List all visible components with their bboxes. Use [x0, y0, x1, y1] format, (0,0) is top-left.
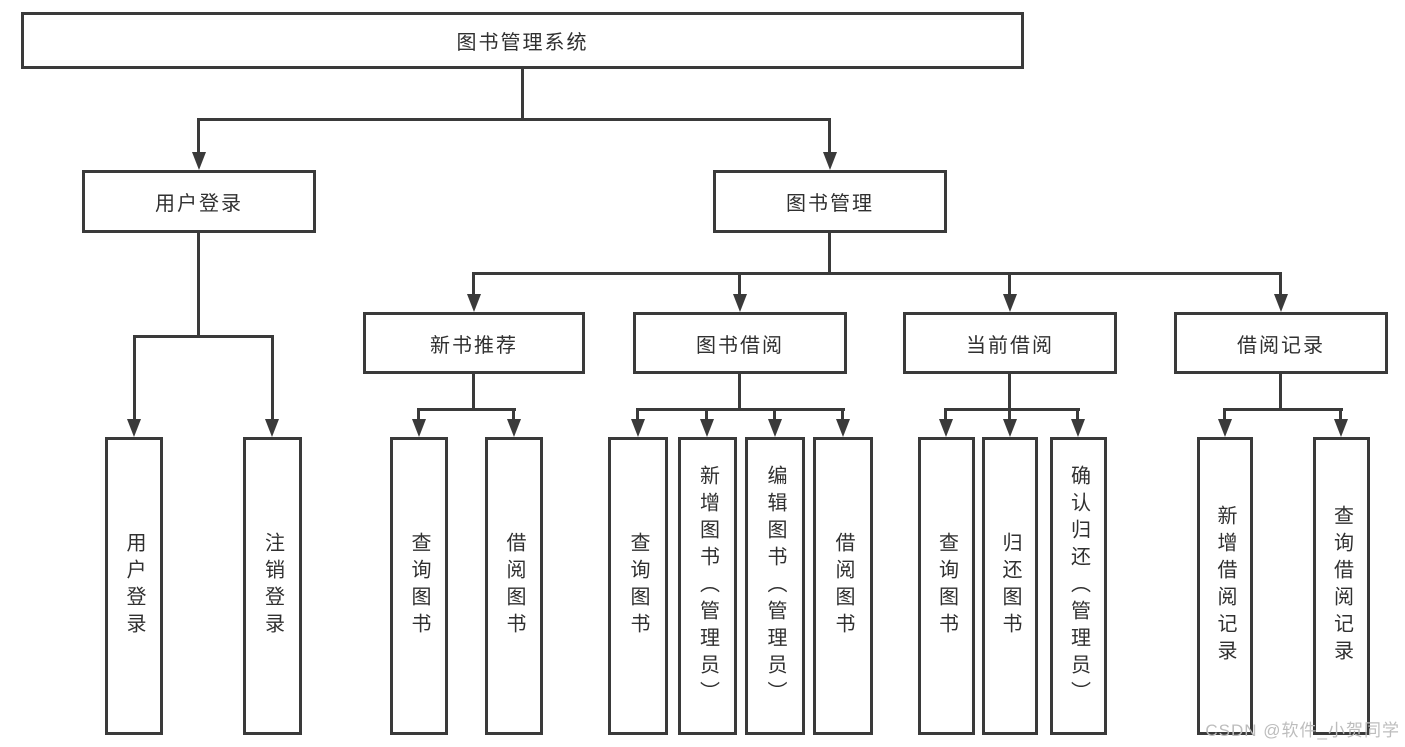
leaf-query-borrow-record: 查询借阅记录	[1313, 437, 1370, 735]
leaf-label: 用户登录	[123, 532, 145, 640]
connector-line	[944, 408, 947, 421]
leaf-add-book-admin: 新增图书（管理员）	[678, 437, 737, 735]
leaf-label: 借阅图书	[503, 532, 525, 640]
arrowhead-down-icon	[768, 419, 782, 437]
leaf-edit-book-admin: 编辑图书（管理员）	[745, 437, 805, 735]
node-label: 新书推荐	[430, 334, 518, 357]
leaf-add-borrow-record: 新增借阅记录	[1197, 437, 1253, 735]
arrowhead-down-icon	[127, 419, 141, 437]
connector-line	[705, 408, 708, 421]
connector-line	[636, 408, 845, 411]
connector-line	[828, 118, 831, 154]
node-label: 用户登录	[155, 193, 243, 215]
connector-line	[1279, 272, 1282, 296]
leaf-label: 查询借阅记录	[1330, 505, 1353, 667]
arrowhead-down-icon	[733, 294, 747, 312]
node-user-login: 用户登录	[82, 170, 316, 233]
node-label: 图书借阅	[696, 334, 784, 357]
leaf-label: 查询图书	[627, 532, 649, 640]
node-borrowing-records: 借阅记录	[1174, 312, 1388, 374]
connector-line	[636, 408, 639, 421]
arrowhead-down-icon	[836, 419, 850, 437]
connector-line	[1279, 374, 1282, 408]
connector-line	[738, 374, 741, 408]
leaf-label: 注销登录	[261, 532, 284, 640]
leaf-label: 借阅图书	[832, 532, 854, 640]
arrowhead-down-icon	[1071, 419, 1085, 437]
leaf-query-books: 查询图书	[390, 437, 448, 735]
connector-line	[197, 233, 200, 335]
leaf-label: 新增图书（管理员）	[696, 464, 719, 708]
connector-line	[473, 272, 1282, 275]
arrowhead-down-icon	[1218, 419, 1232, 437]
node-book-management: 图书管理	[713, 170, 947, 233]
arrowhead-down-icon	[192, 152, 206, 170]
leaf-return-books: 归还图书	[982, 437, 1038, 735]
leaf-confirm-return-admin: 确认归还（管理员）	[1050, 437, 1107, 735]
arrowhead-down-icon	[1334, 419, 1348, 437]
connector-line	[1008, 374, 1011, 408]
arrowhead-down-icon	[412, 419, 426, 437]
connector-line	[197, 118, 200, 154]
arrowhead-down-icon	[1003, 419, 1017, 437]
arrowhead-down-icon	[700, 419, 714, 437]
leaf-borrow-books: 借阅图书	[813, 437, 873, 735]
leaf-label: 新增借阅记录	[1214, 505, 1236, 667]
connector-line	[512, 408, 515, 421]
connector-line	[1339, 408, 1342, 421]
leaf-label: 查询图书	[408, 532, 430, 640]
arrowhead-down-icon	[939, 419, 953, 437]
leaf-label: 编辑图书（管理员）	[764, 464, 786, 708]
connector-line	[944, 408, 1080, 411]
leaf-user-login: 用户登录	[105, 437, 163, 735]
connector-line	[133, 335, 136, 421]
connector-line	[472, 272, 475, 296]
connector-line	[738, 272, 741, 296]
connector-line	[1008, 408, 1011, 421]
connector-line	[271, 335, 274, 421]
node-label: 借阅记录	[1237, 334, 1325, 357]
node-current-borrowing: 当前借阅	[903, 312, 1117, 374]
leaf-label: 归还图书	[999, 532, 1021, 640]
leaf-query-books: 查询图书	[918, 437, 975, 735]
arrowhead-down-icon	[467, 294, 481, 312]
connector-line	[841, 408, 844, 421]
leaf-query-books: 查询图书	[608, 437, 668, 735]
connector-line	[773, 408, 776, 421]
connector-line	[133, 335, 274, 338]
connector-line	[1008, 272, 1011, 296]
arrowhead-down-icon	[823, 152, 837, 170]
connector-line	[1223, 408, 1343, 411]
node-label: 当前借阅	[966, 334, 1054, 357]
connector-line	[418, 408, 516, 411]
node-label: 图书管理系统	[456, 32, 589, 54]
arrowhead-down-icon	[265, 419, 279, 437]
watermark: CSDN @软件_小贺同学	[1205, 721, 1400, 740]
node-label: 图书管理	[786, 193, 874, 215]
leaf-borrow-books: 借阅图书	[485, 437, 543, 735]
connector-line	[417, 408, 420, 421]
arrowhead-down-icon	[507, 419, 521, 437]
node-new-book-recommend: 新书推荐	[363, 312, 585, 374]
leaf-logout: 注销登录	[243, 437, 302, 735]
connector-line	[1076, 408, 1079, 421]
node-library-management-system: 图书管理系统	[21, 12, 1024, 69]
arrowhead-down-icon	[1274, 294, 1288, 312]
arrowhead-down-icon	[631, 419, 645, 437]
arrowhead-down-icon	[1003, 294, 1017, 312]
connector-line	[472, 374, 475, 408]
connector-line	[828, 232, 831, 272]
connector-line	[1223, 408, 1226, 421]
leaf-label: 查询图书	[935, 532, 958, 640]
node-book-borrowing: 图书借阅	[633, 312, 847, 374]
connector-line	[198, 118, 831, 121]
connector-line	[521, 69, 524, 118]
leaf-label: 确认归还（管理员）	[1067, 464, 1090, 708]
